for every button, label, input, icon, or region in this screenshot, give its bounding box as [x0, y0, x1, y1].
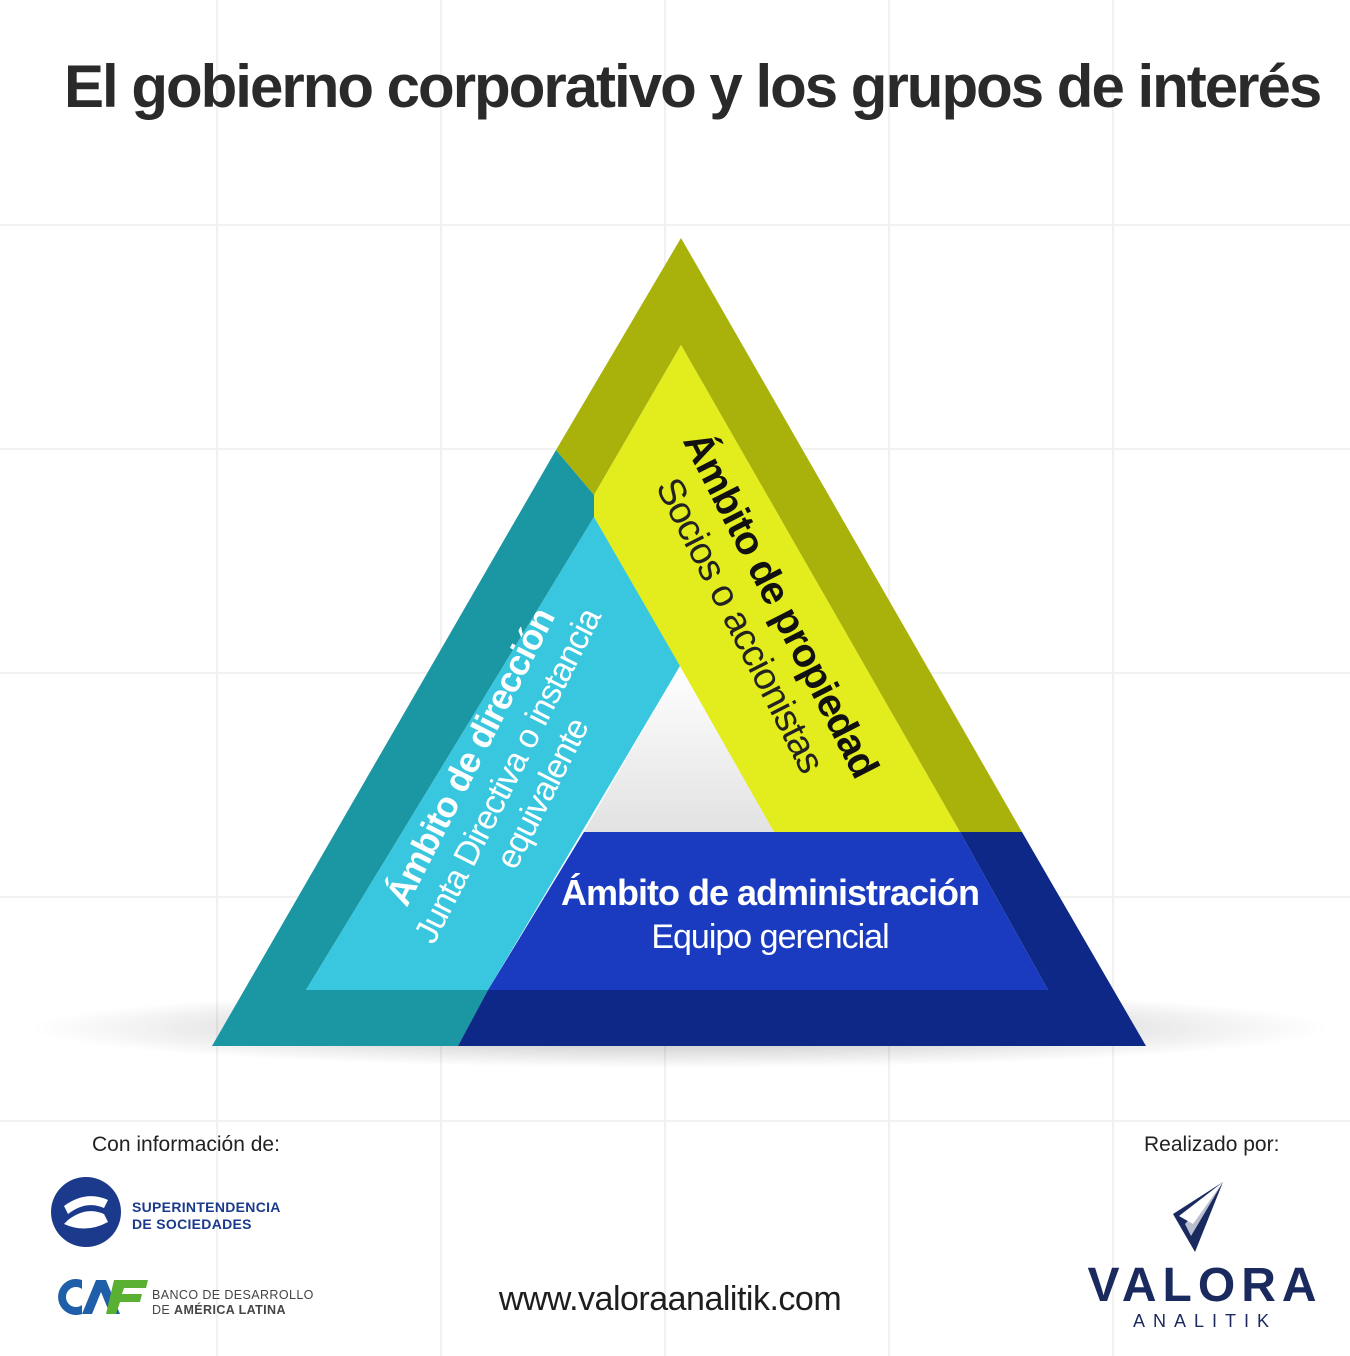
analitik-wordmark: ANALITIK [1132, 1311, 1278, 1331]
segment-administracion-outer [458, 832, 1146, 1046]
grid-line [1112, 0, 1114, 1356]
caf-line2: DE AMÉRICA LATINA [152, 1303, 286, 1317]
website-link[interactable]: www.valoraanalitik.com [498, 1280, 842, 1318]
valora-wing-icon [1173, 1182, 1223, 1252]
segment-administracion-inner [488, 832, 1048, 990]
supersociedades-line1: SUPERINTENDENCIA [132, 1199, 281, 1215]
segment-direccion-inner [306, 517, 680, 990]
supersociedades-name: SUPERINTENDENCIA DE SOCIEDADES [132, 1199, 281, 1233]
administracion-title: Ámbito de administración [560, 872, 980, 913]
segment-direccion-outer [212, 450, 594, 1046]
caf-line1: BANCO DE DESARROLLO [152, 1288, 314, 1302]
grid-line [0, 224, 1350, 226]
label-administracion: Ámbito de administración Equipo gerencia… [520, 872, 1020, 957]
segment-propiedad-outer [556, 238, 1022, 832]
page-title: El gobierno corporativo y los grupos de … [64, 53, 1322, 120]
valora-wordmark: VALORA [1087, 1259, 1323, 1312]
supersociedades-line2: DE SOCIEDADES [132, 1216, 252, 1232]
made-by-caption: Realizado por: [1144, 1133, 1280, 1156]
caf-logo-icon [58, 1279, 148, 1315]
source-caption: Con información de: [92, 1133, 280, 1156]
administracion-subtitle: Equipo gerencial [651, 918, 889, 956]
center-hole [584, 666, 774, 832]
caf-name: BANCO DE DESARROLLO DE AMÉRICA LATINA [152, 1288, 314, 1318]
grid-line [0, 1120, 1350, 1122]
segment-propiedad-inner [594, 345, 960, 832]
grid-line [216, 0, 218, 1356]
supersociedades-logo-icon [51, 1177, 121, 1247]
